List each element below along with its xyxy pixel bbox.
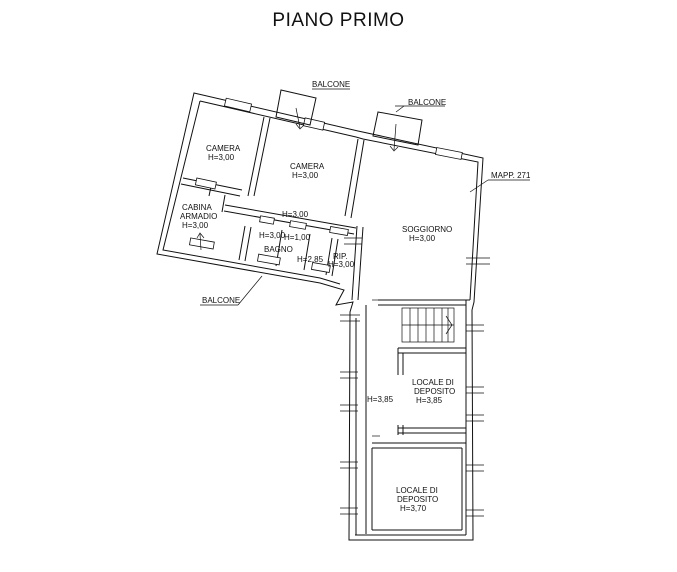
window-ticks	[340, 237, 490, 517]
plan-title: PIANO PRIMO	[272, 10, 405, 31]
camera1-name: CAMERA	[206, 144, 241, 153]
room-labels: BALCONE BALCONE MAPP. 271 BALCONE CAMERA…	[180, 80, 531, 513]
camera1-height: H=3,00	[208, 153, 235, 162]
deposito2-name-2: DEPOSITO	[397, 495, 438, 504]
deposito1-height: H=3,85	[416, 396, 443, 405]
bagno-height-2: H=1,00	[284, 233, 311, 242]
deposito1-name-1: LOCALE DI	[412, 378, 454, 387]
cabina-name-1: CABINA	[182, 203, 212, 212]
cabina-height: H=3,00	[182, 221, 209, 230]
balcone-bottom-label: BALCONE	[202, 296, 240, 305]
deposito2-name-1: LOCALE DI	[396, 486, 438, 495]
bagno-height-3: H=2,85	[297, 255, 324, 264]
corridor-height: H=3,00	[282, 210, 309, 219]
balconies	[196, 89, 423, 251]
soggiorno-name: SOGGIORNO	[402, 225, 452, 234]
openings	[189, 97, 463, 273]
bagno-height-1: H=3,00	[259, 231, 286, 240]
camera2-name: CAMERA	[290, 162, 325, 171]
mapp-label: MAPP. 271	[491, 171, 531, 180]
staircase	[401, 307, 455, 343]
deposito2-height: H=3,70	[400, 504, 427, 513]
camera2-height: H=3,00	[292, 171, 319, 180]
bagno-name: BAGNO	[264, 245, 293, 254]
rip-height: H=3,00	[328, 260, 355, 269]
cabina-name-2: ARMADIO	[180, 212, 217, 221]
soggiorno-height: H=3,00	[409, 234, 436, 243]
leader-lines	[200, 88, 530, 306]
corridor2-height: H=3,85	[367, 395, 394, 404]
balcone-top-left-label: BALCONE	[312, 80, 350, 89]
lower-block-walls	[355, 299, 470, 536]
deposito1-name-2: DEPOSITO	[414, 387, 455, 396]
rip-name: RIP.	[333, 252, 348, 261]
balcone-top-right-label: BALCONE	[408, 98, 446, 107]
